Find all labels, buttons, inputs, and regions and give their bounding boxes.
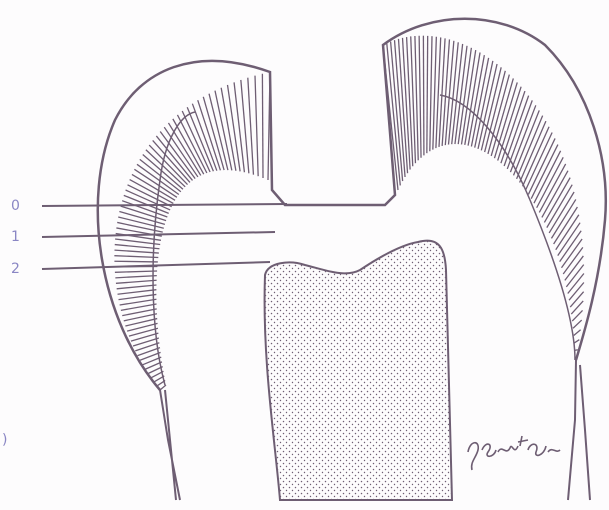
enamel-rod-line — [573, 320, 582, 328]
enamel-rod-line — [120, 299, 157, 305]
enamel-rod-line — [419, 36, 421, 158]
enamel-rod-line — [118, 290, 157, 295]
enamel-rod-line — [117, 285, 157, 289]
enamel-rod-line — [551, 199, 575, 238]
enamel-rod-line — [119, 294, 157, 299]
leader-line-2 — [42, 262, 270, 269]
enamel-rod-line — [114, 256, 158, 258]
enamel-rod-line — [528, 138, 555, 194]
enamel-rod-line — [442, 39, 449, 145]
enamel-rod-line — [537, 157, 564, 207]
enamel-rod-line — [526, 132, 553, 190]
right-root-outline — [568, 360, 590, 500]
enamel-rod-line — [115, 245, 160, 249]
enamel-rod-line — [560, 231, 582, 262]
enamel-rod-line — [574, 330, 581, 336]
enamel-rod-line — [248, 78, 254, 175]
leader-line-0 — [42, 204, 287, 206]
enamel-rod-line — [241, 80, 249, 173]
left-enamel-band — [114, 72, 270, 390]
enamel-rod-line — [430, 36, 432, 151]
enamel-rod-line — [423, 36, 424, 156]
pulp-stippled-region — [265, 241, 452, 500]
enamel-rod-line — [568, 273, 584, 293]
enamel-rod-line — [554, 207, 578, 244]
enamel-rod-line — [415, 36, 418, 160]
label-2: 2 — [11, 261, 20, 277]
enamel-rod-line — [558, 223, 580, 256]
enamel-rod-line — [160, 385, 166, 390]
enamel-rod-line — [556, 215, 579, 250]
enamel-rod-line — [574, 340, 579, 343]
enamel-rod-line — [534, 151, 561, 203]
enamel-rod-line — [203, 97, 224, 170]
enamel-rod-line — [234, 82, 244, 172]
label-1: 1 — [11, 229, 20, 245]
enamel-rod-line — [542, 171, 568, 218]
enamel-rod-line — [531, 145, 558, 199]
enamel-rod-line — [115, 271, 157, 272]
enamel-rod-line — [569, 282, 584, 300]
enamel-rod-line — [115, 276, 156, 278]
enamel-rod-line — [116, 280, 157, 283]
signature-graphic — [468, 436, 560, 470]
enamel-rod-line — [262, 74, 263, 178]
enamel-rod-line — [114, 250, 158, 253]
label-paren: ) — [2, 432, 7, 448]
enamel-rod-line — [427, 36, 428, 153]
enamel-rod-line — [114, 261, 157, 262]
enamel-rod-line — [433, 37, 437, 150]
enamel-rod-line — [475, 61, 493, 148]
enamel-rod-line — [117, 222, 163, 232]
enamel-rod-line — [128, 185, 172, 207]
right-enamel-inner-edge — [440, 95, 575, 360]
label-0: 0 — [11, 198, 20, 214]
enamel-rod-line — [255, 76, 258, 177]
enamel-rod-line — [539, 164, 565, 213]
enamel-rod-line — [570, 292, 583, 307]
left-root-outline — [160, 390, 180, 500]
